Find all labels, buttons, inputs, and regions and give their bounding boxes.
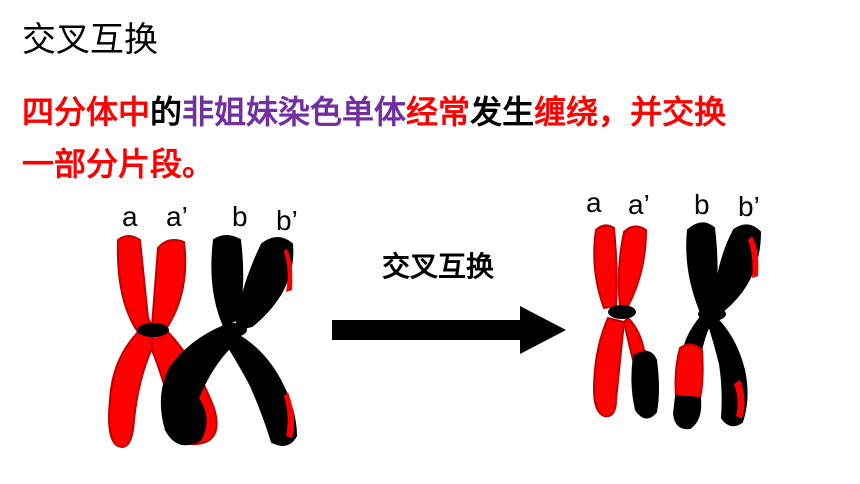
- desc-often: 经常: [406, 93, 471, 131]
- label-a-left: a: [122, 201, 138, 232]
- label-a-right: a: [586, 187, 602, 218]
- centromere-a-right: [608, 305, 636, 319]
- centromere-b-left: [219, 323, 247, 337]
- label-b-right: b: [694, 189, 710, 220]
- arrow-head: [520, 306, 566, 354]
- label-a-prime-right: a’: [628, 189, 650, 220]
- description-text: 四分体中的非姐妹染色单体经常发生缠绕，并交换一部分片段。: [22, 86, 842, 190]
- arrow-shaft: [332, 320, 524, 340]
- label-a-prime-left: a’: [166, 201, 188, 232]
- desc-nonsister-chromatids: 非姐妹染色单体: [182, 93, 407, 131]
- arrow-label: 交叉互换: [382, 250, 495, 283]
- desc-twine-exchange: 缠绕，并交换: [534, 93, 727, 131]
- desc-tetrad: 四分体中: [22, 93, 151, 131]
- chromosome-b-prime-right: [706, 224, 762, 427]
- desc-de: 的: [150, 93, 183, 131]
- centromere-a-left: [137, 323, 169, 337]
- desc-occur: 发生: [470, 93, 535, 131]
- chromosome-b-prime-left: [222, 237, 298, 446]
- chromosome-b-right: [672, 222, 718, 430]
- centromere-b-right: [698, 307, 726, 321]
- slide-title: 交叉互换: [22, 20, 158, 60]
- label-b-prime-left: b’: [276, 205, 298, 236]
- label-b-left: b: [232, 201, 248, 232]
- chromosome-b-left: [160, 235, 244, 446]
- chromosome-a-left: [108, 235, 153, 448]
- chromosome-a-right: [592, 224, 626, 418]
- label-b-prime-right: b’: [738, 191, 760, 222]
- desc-segment: 一部分片段。: [22, 145, 215, 183]
- chromosome-a-prime-right: [617, 225, 659, 419]
